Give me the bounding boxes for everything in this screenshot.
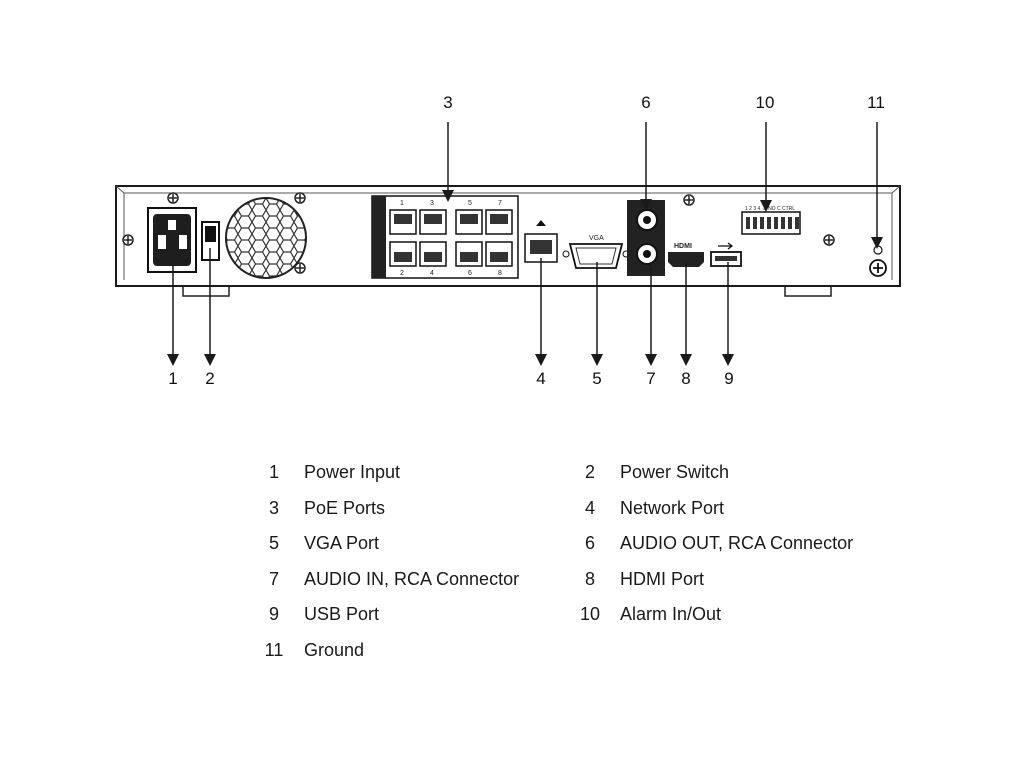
power-input-socket (147, 207, 197, 273)
poe-num-4: 4 (430, 270, 434, 277)
legend-label: Alarm In/Out (620, 604, 722, 624)
poe-num-2: 2 (400, 270, 404, 277)
legend-label: VGA Port (304, 533, 380, 553)
callout-10: 10 (756, 93, 775, 112)
legend-label: PoE Ports (304, 497, 386, 518)
callout-2: 2 (205, 369, 214, 388)
legend-num: 2 (584, 462, 595, 482)
callout-1: 1 (168, 369, 177, 388)
alarm-terminal-block: 1 2 3 4 ⏚ NO C CTRL (741, 205, 801, 235)
alarm-label: 1 2 3 4 ⏚ NO C CTRL (745, 205, 795, 212)
legend-label: AUDIO IN, RCA Connector (304, 568, 520, 589)
legend-num: 11 (264, 639, 284, 660)
legend-num: 3 (268, 497, 279, 518)
legend-num: 7 (268, 568, 279, 589)
audio-out-label: OUT (630, 207, 643, 213)
poe-num-5: 5 (468, 200, 472, 207)
poe-num-1: 1 (400, 200, 404, 207)
cooling-fan (225, 197, 307, 279)
vga-label: VGA (589, 235, 604, 242)
ground-icon (873, 245, 883, 255)
callout-5: 5 (592, 369, 601, 388)
mic-label: MIC (641, 269, 653, 275)
network-icon (536, 220, 546, 226)
poe-ports-block: PoE PORTS 1 3 5 7 2 4 6 8 (371, 195, 519, 279)
callout-4: 4 (536, 369, 545, 388)
callout-11: 11 (867, 93, 885, 112)
legend-num: 10 (579, 604, 601, 624)
callout-8: 8 (681, 369, 690, 388)
poe-num-6: 6 (468, 270, 472, 277)
port-legend: 1 Power Input 2 Power Switch 3 PoE Ports… (250, 462, 864, 675)
callout-3: 3 (443, 93, 452, 112)
legend-label: Ground (304, 639, 365, 660)
poe-num-8: 8 (498, 270, 502, 277)
poe-num-3: 3 (430, 200, 434, 207)
hdmi-label: HDMI (674, 243, 692, 250)
poe-side-label: PoE PORTS (377, 215, 384, 252)
legend-num: 9 (268, 604, 279, 624)
legend-label: Network Port (620, 497, 725, 518)
legend-num: 6 (584, 533, 595, 553)
callout-9: 9 (724, 369, 733, 388)
usb-port (710, 242, 742, 267)
callout-7: 7 (646, 369, 655, 388)
usb-icon (718, 242, 734, 250)
legend-label: AUDIO OUT, RCA Connector (620, 533, 854, 553)
ground-terminal (869, 245, 887, 277)
chassis-screws (122, 192, 835, 274)
legend-num: 4 (584, 497, 595, 518)
legend-label: Power Input (304, 462, 401, 482)
hdmi-port: HDMI (668, 243, 704, 267)
poe-num-7: 7 (498, 200, 502, 207)
legend-label: Power Switch (620, 462, 730, 482)
vga-port: VGA (562, 235, 630, 269)
callout-6: 6 (641, 93, 650, 112)
legend-num: 5 (268, 533, 279, 553)
legend-label: HDMI Port (620, 568, 705, 589)
legend-num: 8 (584, 568, 595, 589)
rear-panel-diagram: PoE PORTS 1 3 5 7 2 4 6 8 VGA (115, 93, 901, 388)
legend-num: 1 (268, 462, 279, 482)
audio-in-label: IN (630, 240, 636, 246)
legend-label: USB Port (304, 604, 380, 624)
audio-connector-block: OUT IN MIC (627, 200, 665, 276)
